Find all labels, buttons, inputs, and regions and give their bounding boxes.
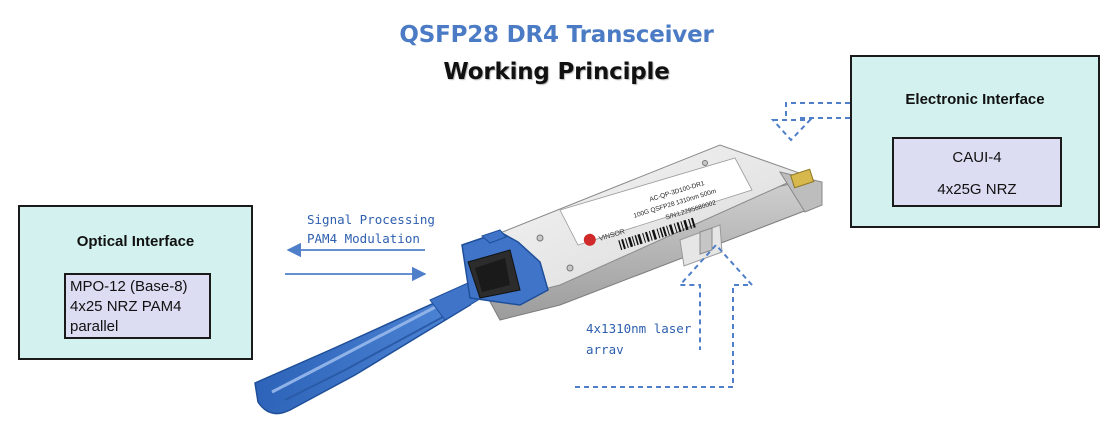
optical-detail-line3: parallel	[70, 318, 119, 335]
optical-detail-line2: 4x25 NRZ PAM4	[70, 298, 182, 315]
signal-note-line2: PAM4 Modulation	[307, 231, 420, 246]
signal-arrows	[285, 242, 427, 282]
signal-note-line1: Signal Processing	[307, 212, 435, 227]
optical-interface-title: Optical Interface	[76, 233, 195, 250]
optical-interface-details: MPO-12 (Base-8) 4x25 NRZ PAM4 parallel	[64, 273, 211, 339]
electronic-interface-panel: Electronic Interface CAUI-4 4x25G NRZ	[850, 55, 1100, 228]
optical-front-collar	[461, 229, 549, 306]
laser-note: 4x1310nm laser arrav	[586, 318, 691, 360]
diagram-title: QSFP28 DR4 Transceiver	[399, 22, 714, 48]
laser-dashed-arrow	[575, 243, 755, 388]
pull-tab	[254, 281, 479, 415]
laser-note-line1: 4x1310nm laser	[586, 321, 692, 336]
electronic-detail-line2: 4x25G NRZ	[937, 181, 1017, 198]
optical-interface-panel: Optical Interface MPO-12 (Base-8) 4x25 N…	[18, 205, 253, 360]
electronic-interface-details: CAUI-4 4x25G NRZ	[892, 137, 1062, 207]
label-barcode	[618, 217, 696, 251]
electronic-detail-line1: CAUI-4	[952, 149, 1002, 166]
electronic-interface-title: Electronic Interface	[905, 91, 1045, 108]
diagram-subtitle: Working Principle	[443, 59, 670, 85]
signal-processing-note: Signal Processing PAM4 Modulation	[307, 210, 435, 248]
module-body: VINSOR AC-QP-3D100-DR1 100G QSFP28 1310n…	[469, 144, 823, 321]
electronic-dashed-arrow	[770, 102, 850, 142]
optical-detail-line1: MPO-12 (Base-8)	[70, 278, 188, 295]
laser-note-line2: arrav	[586, 342, 624, 357]
